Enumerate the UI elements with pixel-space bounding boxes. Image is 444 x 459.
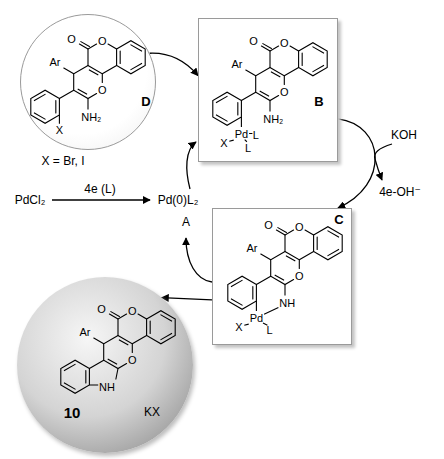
atom-label: L bbox=[245, 142, 251, 154]
compound-letter: B bbox=[314, 94, 323, 109]
molecule-b bbox=[213, 43, 327, 142]
cycle-arrow bbox=[186, 238, 212, 282]
atom-label: NH bbox=[279, 297, 295, 309]
intermediate-box: B bbox=[198, 18, 338, 162]
cycle-arrow bbox=[338, 119, 375, 208]
molecule-c bbox=[228, 227, 342, 325]
atom-label: O bbox=[295, 221, 304, 233]
atom-label: O bbox=[249, 35, 258, 47]
reagent-label: PdCl₂ bbox=[15, 194, 46, 206]
cycle-arrow bbox=[150, 53, 198, 75]
atom-label: O bbox=[98, 35, 107, 47]
compound-letter: C bbox=[334, 212, 343, 227]
atom-label: Pd bbox=[250, 312, 263, 324]
reagent-label: A bbox=[182, 216, 190, 228]
cycle-arrow bbox=[162, 298, 212, 300]
reactant-circle: DX = Br, I bbox=[20, 14, 156, 150]
reagent-label: 4e (L) bbox=[84, 183, 115, 195]
side-arrow bbox=[375, 144, 392, 180]
atom-label: L bbox=[267, 324, 273, 336]
atom-label: Ar bbox=[247, 242, 258, 254]
reagent-label: KOH bbox=[391, 129, 417, 141]
atom-label: O bbox=[280, 86, 289, 98]
atom-label: Ar bbox=[80, 326, 91, 338]
atom-label: X bbox=[56, 124, 63, 136]
atom-label: O bbox=[280, 37, 289, 49]
atom-label: L bbox=[253, 129, 259, 141]
atom-label: O bbox=[128, 354, 137, 366]
node-caption: X = Br, I bbox=[41, 154, 84, 168]
reagent-label: 4e-OH⁻ bbox=[379, 186, 421, 198]
reagent-label: Pd(0)L₂ bbox=[158, 194, 199, 206]
atom-label: NH bbox=[99, 381, 115, 393]
atom-label: O bbox=[295, 270, 304, 282]
atom-label: O bbox=[67, 33, 76, 45]
atom-label: X bbox=[220, 137, 227, 149]
compound-letter: D bbox=[141, 94, 150, 109]
molecule-d bbox=[31, 41, 145, 124]
atom-label: O bbox=[97, 303, 106, 315]
atom-label: NH₂ bbox=[81, 111, 101, 123]
atom-label: O bbox=[264, 219, 273, 231]
atom-label: Ar bbox=[232, 58, 243, 70]
cycle-arrow bbox=[187, 142, 196, 189]
atom-label: NH₂ bbox=[263, 113, 283, 125]
compound-letter: 10 bbox=[64, 404, 81, 421]
atom-label: Pd bbox=[235, 128, 248, 140]
atom-label: X bbox=[235, 321, 242, 333]
atom-label: O bbox=[98, 84, 107, 96]
node-caption: KX bbox=[144, 405, 160, 419]
cycle-arrow bbox=[52, 199, 150, 200]
atom-label: O bbox=[128, 305, 137, 317]
molecule-10 bbox=[61, 311, 175, 394]
atom-label: Ar bbox=[50, 56, 61, 68]
